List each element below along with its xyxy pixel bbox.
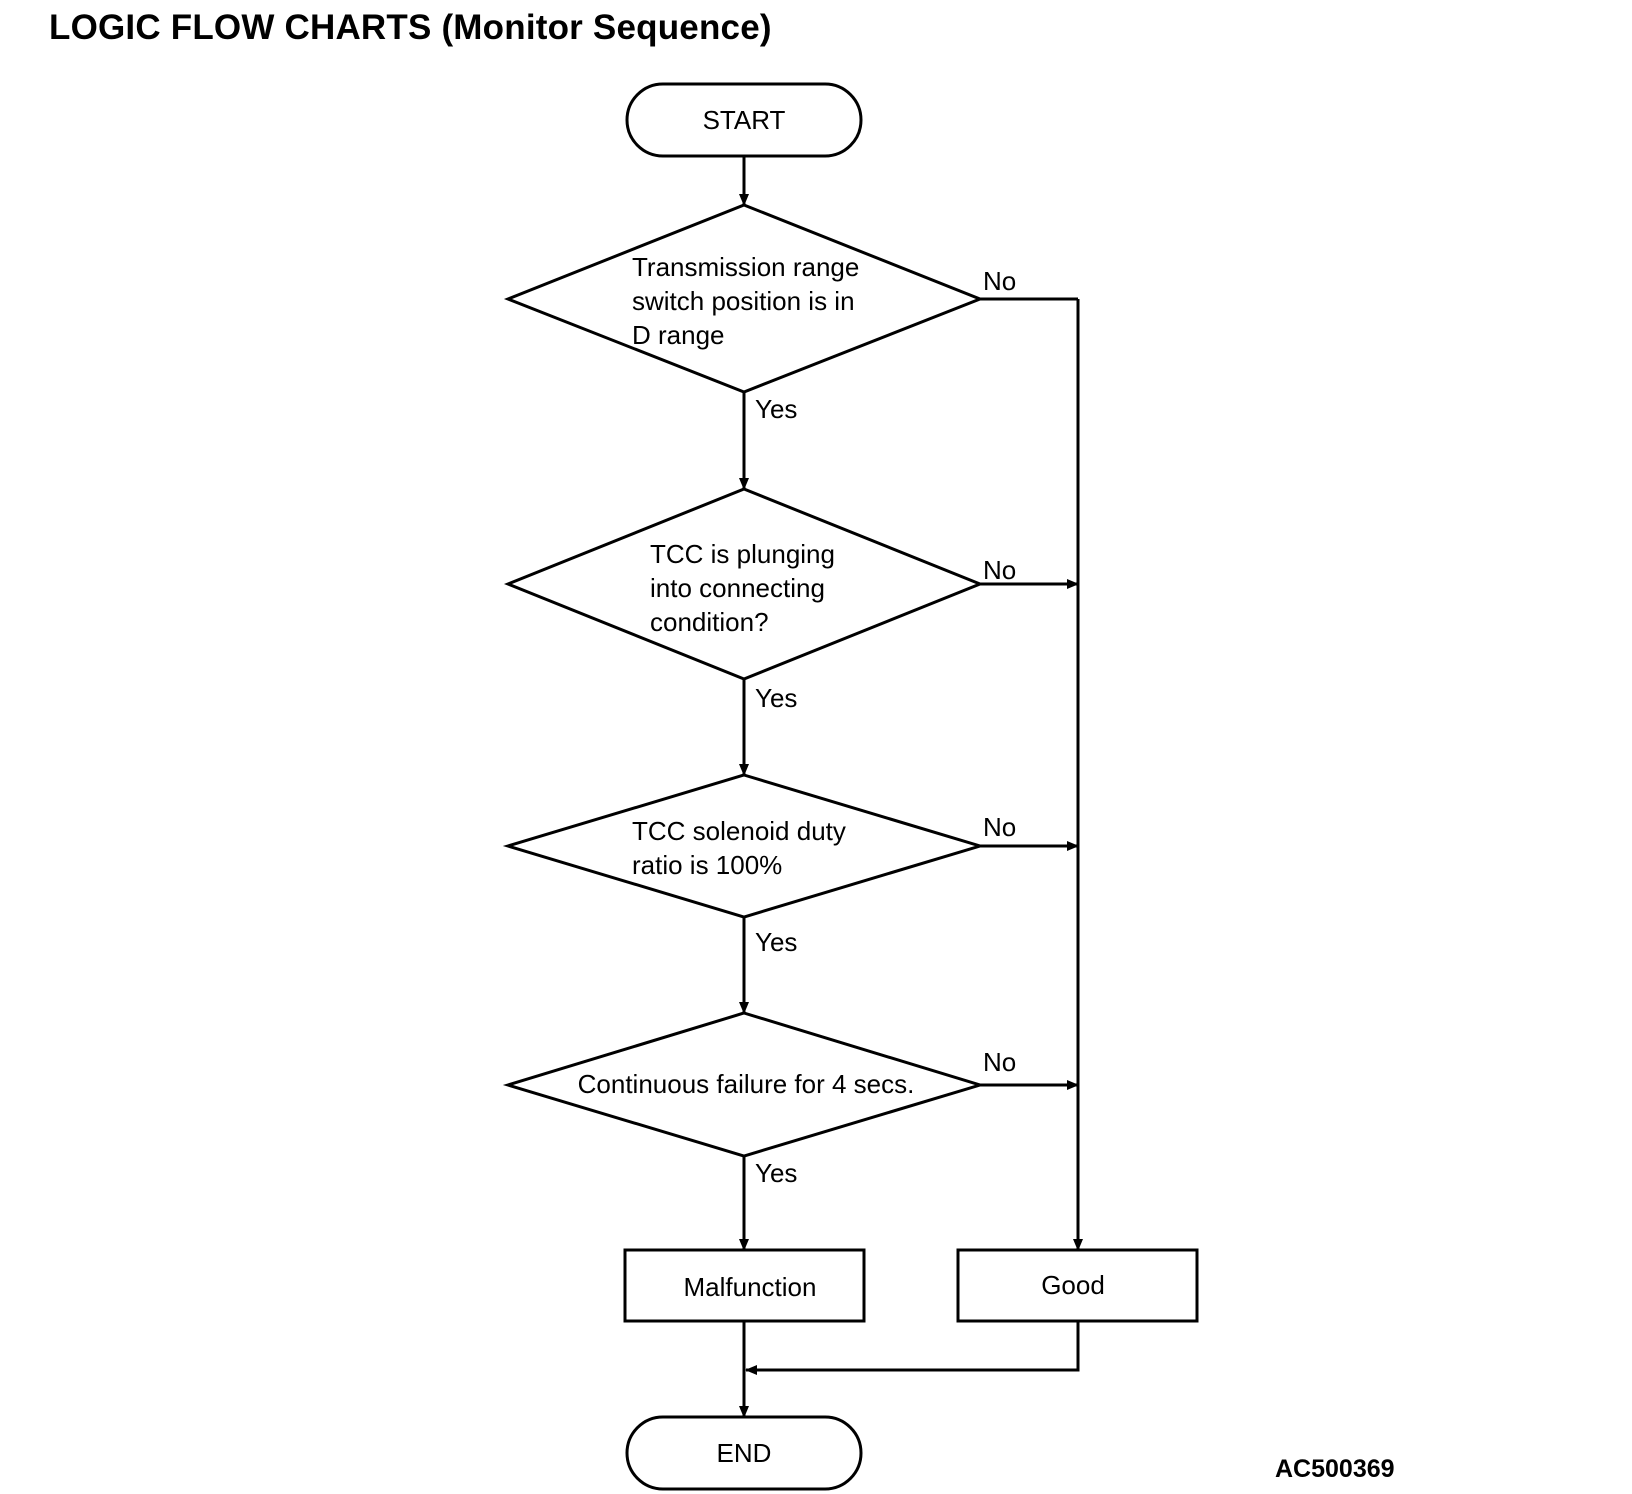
decision-tcc-solenoid-duty-text: TCC solenoid duty ratio is 100% xyxy=(632,816,853,880)
malfunction-box xyxy=(623,1248,866,1323)
malfunction-label: Malfunction xyxy=(684,1272,817,1302)
yes-label-3: Yes xyxy=(755,927,797,957)
good-box xyxy=(956,1248,1199,1323)
good-label: Good xyxy=(1041,1270,1105,1300)
no-label-2: No xyxy=(983,555,1016,585)
decision-continuous-failure-text: Continuous failure for 4 secs. xyxy=(578,1069,915,1099)
end-terminal xyxy=(625,1415,863,1491)
yes-label-2: Yes xyxy=(755,683,797,713)
figure-id: AC500369 xyxy=(1275,1455,1395,1483)
no-label-4: No xyxy=(983,1047,1016,1077)
end-label: END xyxy=(717,1438,772,1468)
no-label-3: No xyxy=(983,812,1016,842)
decision-tcc-plunging-text: TCC is plunging into connecting conditio… xyxy=(650,539,842,637)
yes-label-1: Yes xyxy=(755,394,797,424)
yes-label-4: Yes xyxy=(755,1158,797,1188)
start-label: START xyxy=(703,105,786,135)
decision-transmission-range-text: Transmission range switch position is in… xyxy=(632,252,867,350)
page-title: LOGIC FLOW CHARTS (Monitor Sequence) xyxy=(49,8,772,47)
connector-good-merge xyxy=(745,1321,1080,1375)
no-label-1: No xyxy=(983,266,1016,296)
decision-tcc-solenoid-duty xyxy=(502,773,986,919)
